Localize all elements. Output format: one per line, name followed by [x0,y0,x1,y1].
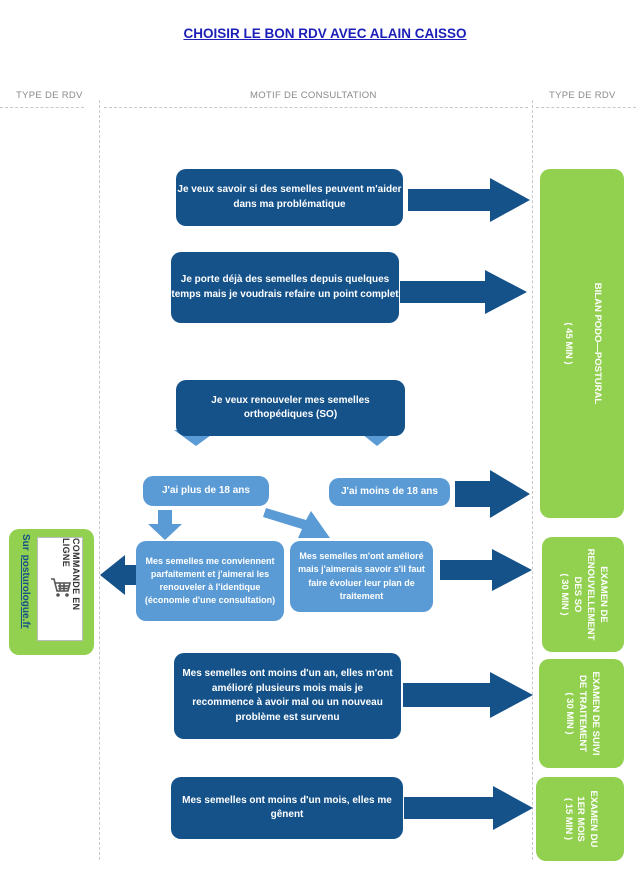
rdv-bilan-duration: ( 45 MIN ) [563,322,574,365]
divider-head-left [0,107,84,108]
rdv-suivi-duration: ( 30 MIN ) [564,692,576,735]
online-prefix: Sur [20,534,32,551]
arrow-diag-ameliore [263,508,330,538]
arrow-moins-mois [404,786,533,830]
divider-right [532,100,533,860]
shopping-cart-icon [51,578,72,597]
motif-savoir-semelles: Je veux savoir si des semelles peuvent m… [176,169,403,226]
arrow-moins-an [403,672,533,718]
arrow-down-conviennent [148,510,182,540]
rdv-renouvellement-duration: ( 30 MIN ) [559,573,571,616]
divider-left [99,100,100,860]
rdv-examen-renouvellement: EXAMEN DE RENOUVELLEMENT DES SO ( 30 MIN… [542,537,624,652]
rdv-bilan-title: BILAN PODO—POSTURAL [591,282,603,405]
online-site-text[interactable]: Sur posturologue.fr [12,534,40,674]
rdv-examen-suivi: EXAMEN DE SUIVI DE TRAITEMENT ( 30 MIN ) [539,659,624,768]
motif-refaire-point: Je porte déjà des semelles depuis quelqu… [171,252,399,323]
rdv-premier-mois-duration: ( 15 MIN ) [562,797,574,841]
rdv-premier-mois-title: EXAMEN DU 1ER MOIS [575,790,600,848]
divider-head-middle [104,107,528,108]
rdv-renouvellement-title: EXAMEN DE RENOUVELLEMENT DES SO [572,548,609,641]
rdv-examen-premier-mois: EXAMEN DU 1ER MOIS ( 15 MIN ) [536,777,624,861]
arrow-ameliore [440,549,532,591]
arrow-moins18 [455,470,530,518]
header-type-rdv-right: TYPE DE RDV [549,90,616,101]
motif-moins-18-ans: J'ai moins de 18 ans [329,478,450,506]
page-title: CHOISIR LE BON RDV AVEC ALAIN CAISSO [183,26,467,41]
header-type-rdv-left: TYPE DE RDV [16,90,83,101]
motif-renouveler-so: Je veux renouveler mes semelles orthopéd… [176,380,405,436]
motif-semelles-conviennent: Mes semelles me conviennent parfaitement… [136,541,284,621]
header-motif: MOTIF DE CONSULTATION [250,90,377,101]
motif-moins-un-an: Mes semelles ont moins d'un an, elles m'… [174,653,401,739]
arrow-online [100,555,136,595]
online-site-link[interactable]: posturologue.fr [20,554,32,629]
rdv-bilan-podo-postural: BILAN PODO—POSTURAL ( 45 MIN ) [540,169,624,518]
rdv-suivi-title: EXAMEN DE SUIVI DE TRAITEMENT [576,671,601,756]
motif-semelles-ameliore: Mes semelles m'ont amélioré mais j'aimer… [290,541,433,612]
motif-plus-18-ans: J'ai plus de 18 ans [143,476,269,506]
divider-head-right [536,107,636,108]
arrow-m2 [400,270,527,314]
arrow-m1 [408,178,530,222]
online-cart-card: COMMANDE EN LIGNE [37,537,83,641]
motif-moins-un-mois: Mes semelles ont moins d'un mois, elles … [171,777,403,839]
